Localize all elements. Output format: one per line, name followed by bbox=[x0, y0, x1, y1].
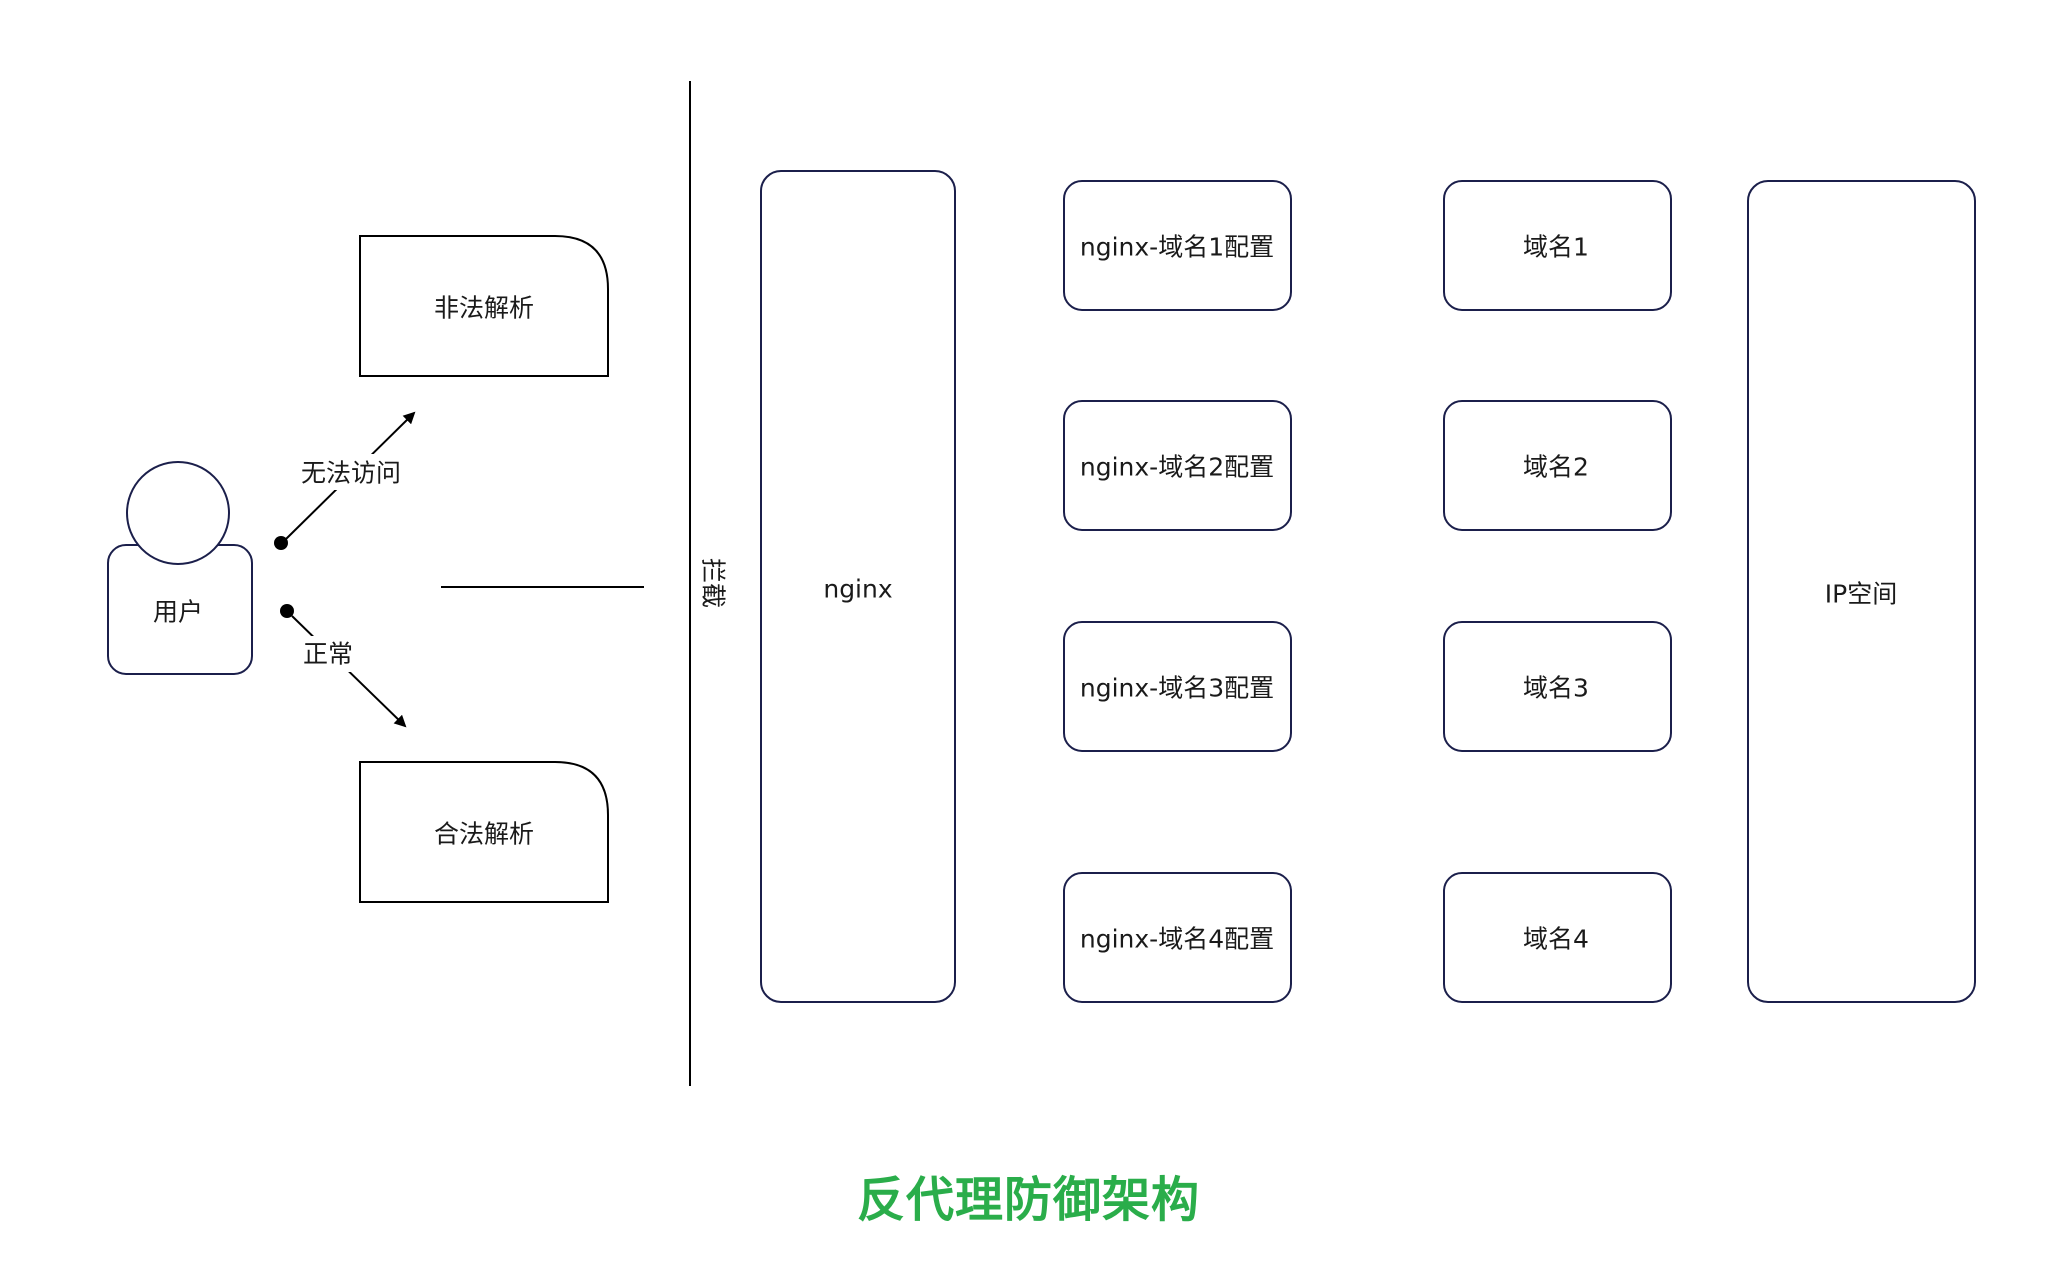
legal-resolution-label: 合法解析 bbox=[434, 820, 534, 849]
ip-space-label: IP空间 bbox=[1825, 580, 1897, 609]
diagram-title: 反代理防御架构 bbox=[856, 1172, 1200, 1228]
config-label-4: nginx-域名4配置 bbox=[1080, 925, 1274, 954]
domain-label-4: 域名4 bbox=[1523, 925, 1589, 954]
config-shape-4 bbox=[1063, 872, 1292, 1003]
nginx-shape bbox=[760, 170, 956, 1003]
config-node-3: nginx-域名3配置 bbox=[1063, 621, 1292, 752]
domain-shape-2 bbox=[1443, 400, 1672, 531]
config-shape-2 bbox=[1063, 400, 1292, 531]
config-label-2: nginx-域名2配置 bbox=[1080, 453, 1274, 482]
config-shape-1 bbox=[1063, 180, 1292, 311]
domain-label-3: 域名3 bbox=[1523, 674, 1589, 703]
legal-resolution-node: 合法解析 bbox=[359, 761, 609, 903]
config-shape-3 bbox=[1063, 621, 1292, 752]
domain-node-1: 域名1 bbox=[1443, 180, 1672, 311]
intercept-divider: 拦截 bbox=[689, 81, 728, 1086]
config-node-4: nginx-域名4配置 bbox=[1063, 872, 1292, 1003]
intercept-label: 拦截 bbox=[699, 558, 728, 608]
domain-node-3: 域名3 bbox=[1443, 621, 1672, 752]
domain-shape-1 bbox=[1443, 180, 1672, 311]
config-node-1: nginx-域名1配置 bbox=[1063, 180, 1292, 311]
legal-resolution-shape bbox=[359, 761, 609, 903]
edge-blocked-start-dot bbox=[274, 536, 288, 550]
edge-normal-label-bg bbox=[298, 636, 358, 672]
ip-space-shape bbox=[1747, 180, 1976, 1003]
domain-shape-4 bbox=[1443, 872, 1672, 1003]
config-label-3: nginx-域名3配置 bbox=[1080, 674, 1274, 703]
illegal-resolution-node: 非法解析 bbox=[359, 235, 609, 377]
config-label-1: nginx-域名1配置 bbox=[1080, 233, 1274, 262]
user-head-icon bbox=[126, 461, 230, 565]
edge-normal-start-dot bbox=[280, 604, 294, 618]
domain-shape-3 bbox=[1443, 621, 1672, 752]
edge-blocked-label-bg bbox=[296, 454, 406, 490]
user-actor: 用户 bbox=[107, 461, 253, 675]
domain-node-2: 域名2 bbox=[1443, 400, 1672, 531]
edge-normal: 正常 bbox=[280, 604, 407, 728]
ip-space-node: IP空间 bbox=[1747, 180, 1976, 1003]
edge-blocked-access: 无法访问 bbox=[274, 411, 416, 550]
nginx-label: nginx bbox=[823, 575, 892, 604]
domain-label-2: 域名2 bbox=[1523, 453, 1589, 482]
domain-node-4: 域名4 bbox=[1443, 872, 1672, 1003]
nginx-node: nginx bbox=[760, 170, 956, 1003]
illegal-resolution-shape bbox=[359, 235, 609, 377]
user-label: 用户 bbox=[153, 598, 203, 627]
edge-normal-label: 正常 bbox=[303, 640, 353, 669]
domain-label-1: 域名1 bbox=[1523, 233, 1589, 262]
illegal-resolution-label: 非法解析 bbox=[434, 294, 534, 323]
edge-blocked-label: 无法访问 bbox=[301, 459, 401, 488]
config-node-2: nginx-域名2配置 bbox=[1063, 400, 1292, 531]
